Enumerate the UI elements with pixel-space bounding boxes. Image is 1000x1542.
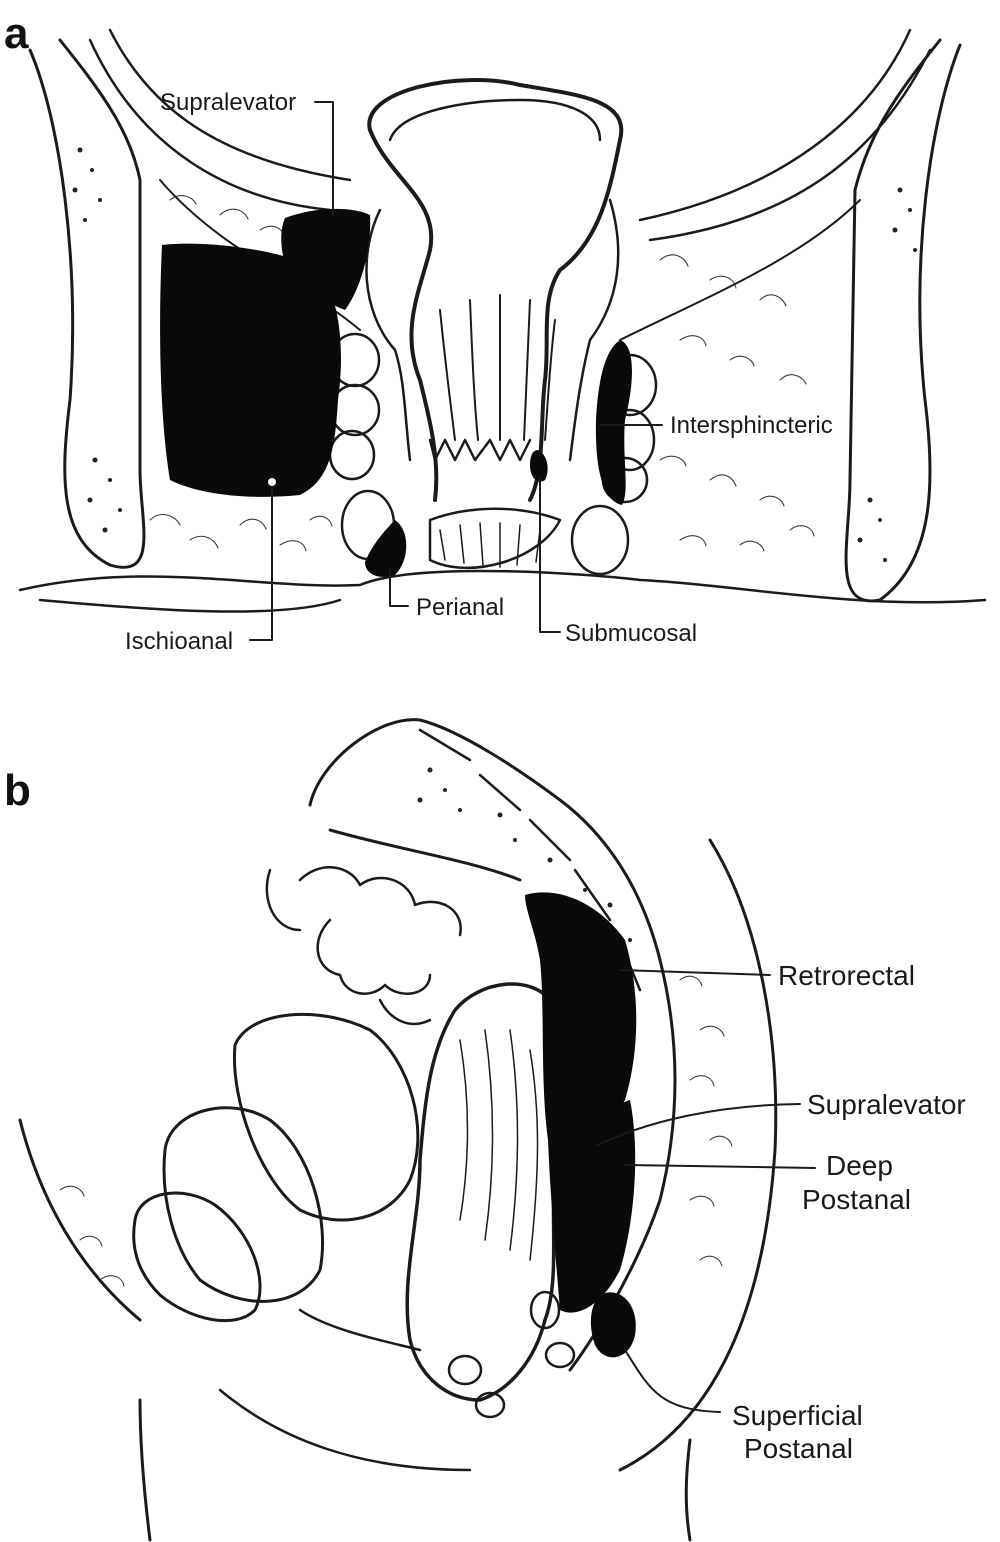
bowel-loops bbox=[265, 866, 462, 1026]
sacral-segments bbox=[418, 728, 642, 992]
levator-right-lower bbox=[648, 48, 932, 242]
rectal-lumen-top bbox=[388, 98, 602, 142]
label-submucosal: Submucosal bbox=[565, 620, 697, 647]
superficial-postanal-abscess bbox=[590, 1292, 636, 1358]
deep-postanal-leader bbox=[624, 1164, 816, 1169]
retrorectal-leader bbox=[619, 969, 771, 976]
panel-b-drawing bbox=[18, 718, 816, 1542]
fat-right bbox=[659, 254, 815, 552]
supralevator-leader bbox=[314, 101, 334, 216]
label-supralevator-a: Supralevator bbox=[160, 89, 296, 116]
levator-left-lower bbox=[108, 28, 352, 182]
panel-a-leaders bbox=[249, 101, 663, 641]
uterus bbox=[232, 1012, 420, 1222]
left-pelvic-bone bbox=[28, 38, 146, 569]
label-ischioanal: Ischioanal bbox=[125, 628, 233, 655]
rectal-wall-left bbox=[368, 128, 439, 502]
vaginal-wall bbox=[298, 1308, 422, 1352]
ischioanal-abscess bbox=[160, 243, 341, 497]
label-superficial-postanal-line2: Postanal bbox=[744, 1433, 853, 1464]
panel-a-letter: a bbox=[4, 9, 29, 58]
sphincter-back-1 bbox=[529, 1290, 561, 1330]
fat-b bbox=[59, 975, 733, 1287]
internal-sphincter-right bbox=[568, 198, 620, 462]
dentate-line bbox=[428, 438, 532, 462]
left-thigh bbox=[138, 1398, 152, 1542]
levator-left-upper bbox=[88, 38, 332, 212]
anal-verge-folds bbox=[439, 522, 541, 568]
perineal-skin-left bbox=[38, 598, 342, 613]
label-supralevator-b: Supralevator bbox=[807, 1089, 966, 1120]
perianal-abscess bbox=[365, 520, 407, 577]
bone-stipple bbox=[72, 147, 917, 562]
sacral-stipple bbox=[417, 767, 632, 942]
label-perianal: Perianal bbox=[416, 594, 504, 621]
submucosal-abscess bbox=[530, 450, 548, 482]
back-contour bbox=[618, 838, 778, 1472]
label-deep-postanal-line1: Deep bbox=[826, 1150, 893, 1181]
perineum-line bbox=[218, 1388, 472, 1472]
label-retrorectal: Retrorectal bbox=[778, 960, 915, 991]
skin-line bbox=[18, 569, 987, 604]
anal-verge bbox=[428, 507, 562, 569]
ischioanal-marker bbox=[268, 478, 276, 486]
front-contour bbox=[18, 1118, 142, 1322]
deep-postanal-abscess bbox=[548, 1100, 636, 1313]
label-deep-postanal-line2: Postanal bbox=[802, 1184, 911, 1215]
label-superficial-postanal-line1: Superficial bbox=[732, 1400, 863, 1431]
fat-left bbox=[149, 195, 333, 552]
ischioanal-leader bbox=[249, 487, 273, 641]
sphincter-back-2 bbox=[544, 1341, 576, 1369]
levator-right-band bbox=[619, 199, 861, 341]
sacrum-inner bbox=[328, 828, 522, 882]
rectal-wall-right bbox=[367, 78, 624, 502]
supralevator-b-leader bbox=[597, 1103, 801, 1146]
panel-a-drawing bbox=[18, 28, 987, 641]
retrorectal-abscess bbox=[525, 892, 637, 1148]
superficial-postanal-leader bbox=[624, 1349, 721, 1413]
label-intersphincteric: Intersphincteric bbox=[670, 412, 833, 439]
submucosal-leader bbox=[539, 477, 561, 633]
supralevator-abscess bbox=[281, 208, 371, 310]
rectum-striations bbox=[459, 1029, 539, 1261]
sphincter-front-1 bbox=[447, 1354, 483, 1386]
levator-right-upper bbox=[638, 28, 912, 222]
sphincter-front-2 bbox=[474, 1391, 506, 1419]
internal-sphincter-left bbox=[365, 208, 412, 462]
intersphincteric-abscess bbox=[595, 340, 632, 505]
pubic-symphysis bbox=[132, 1191, 262, 1323]
rectal-folds bbox=[439, 294, 556, 441]
sacrum-outline bbox=[308, 718, 677, 1372]
panel-b-leaders bbox=[597, 969, 816, 1413]
bladder bbox=[162, 1106, 324, 1303]
perianal-leader bbox=[389, 569, 409, 607]
panel-b-letter: b bbox=[4, 766, 31, 815]
right-thigh bbox=[684, 1438, 692, 1542]
right-pelvic-bone bbox=[844, 38, 962, 603]
